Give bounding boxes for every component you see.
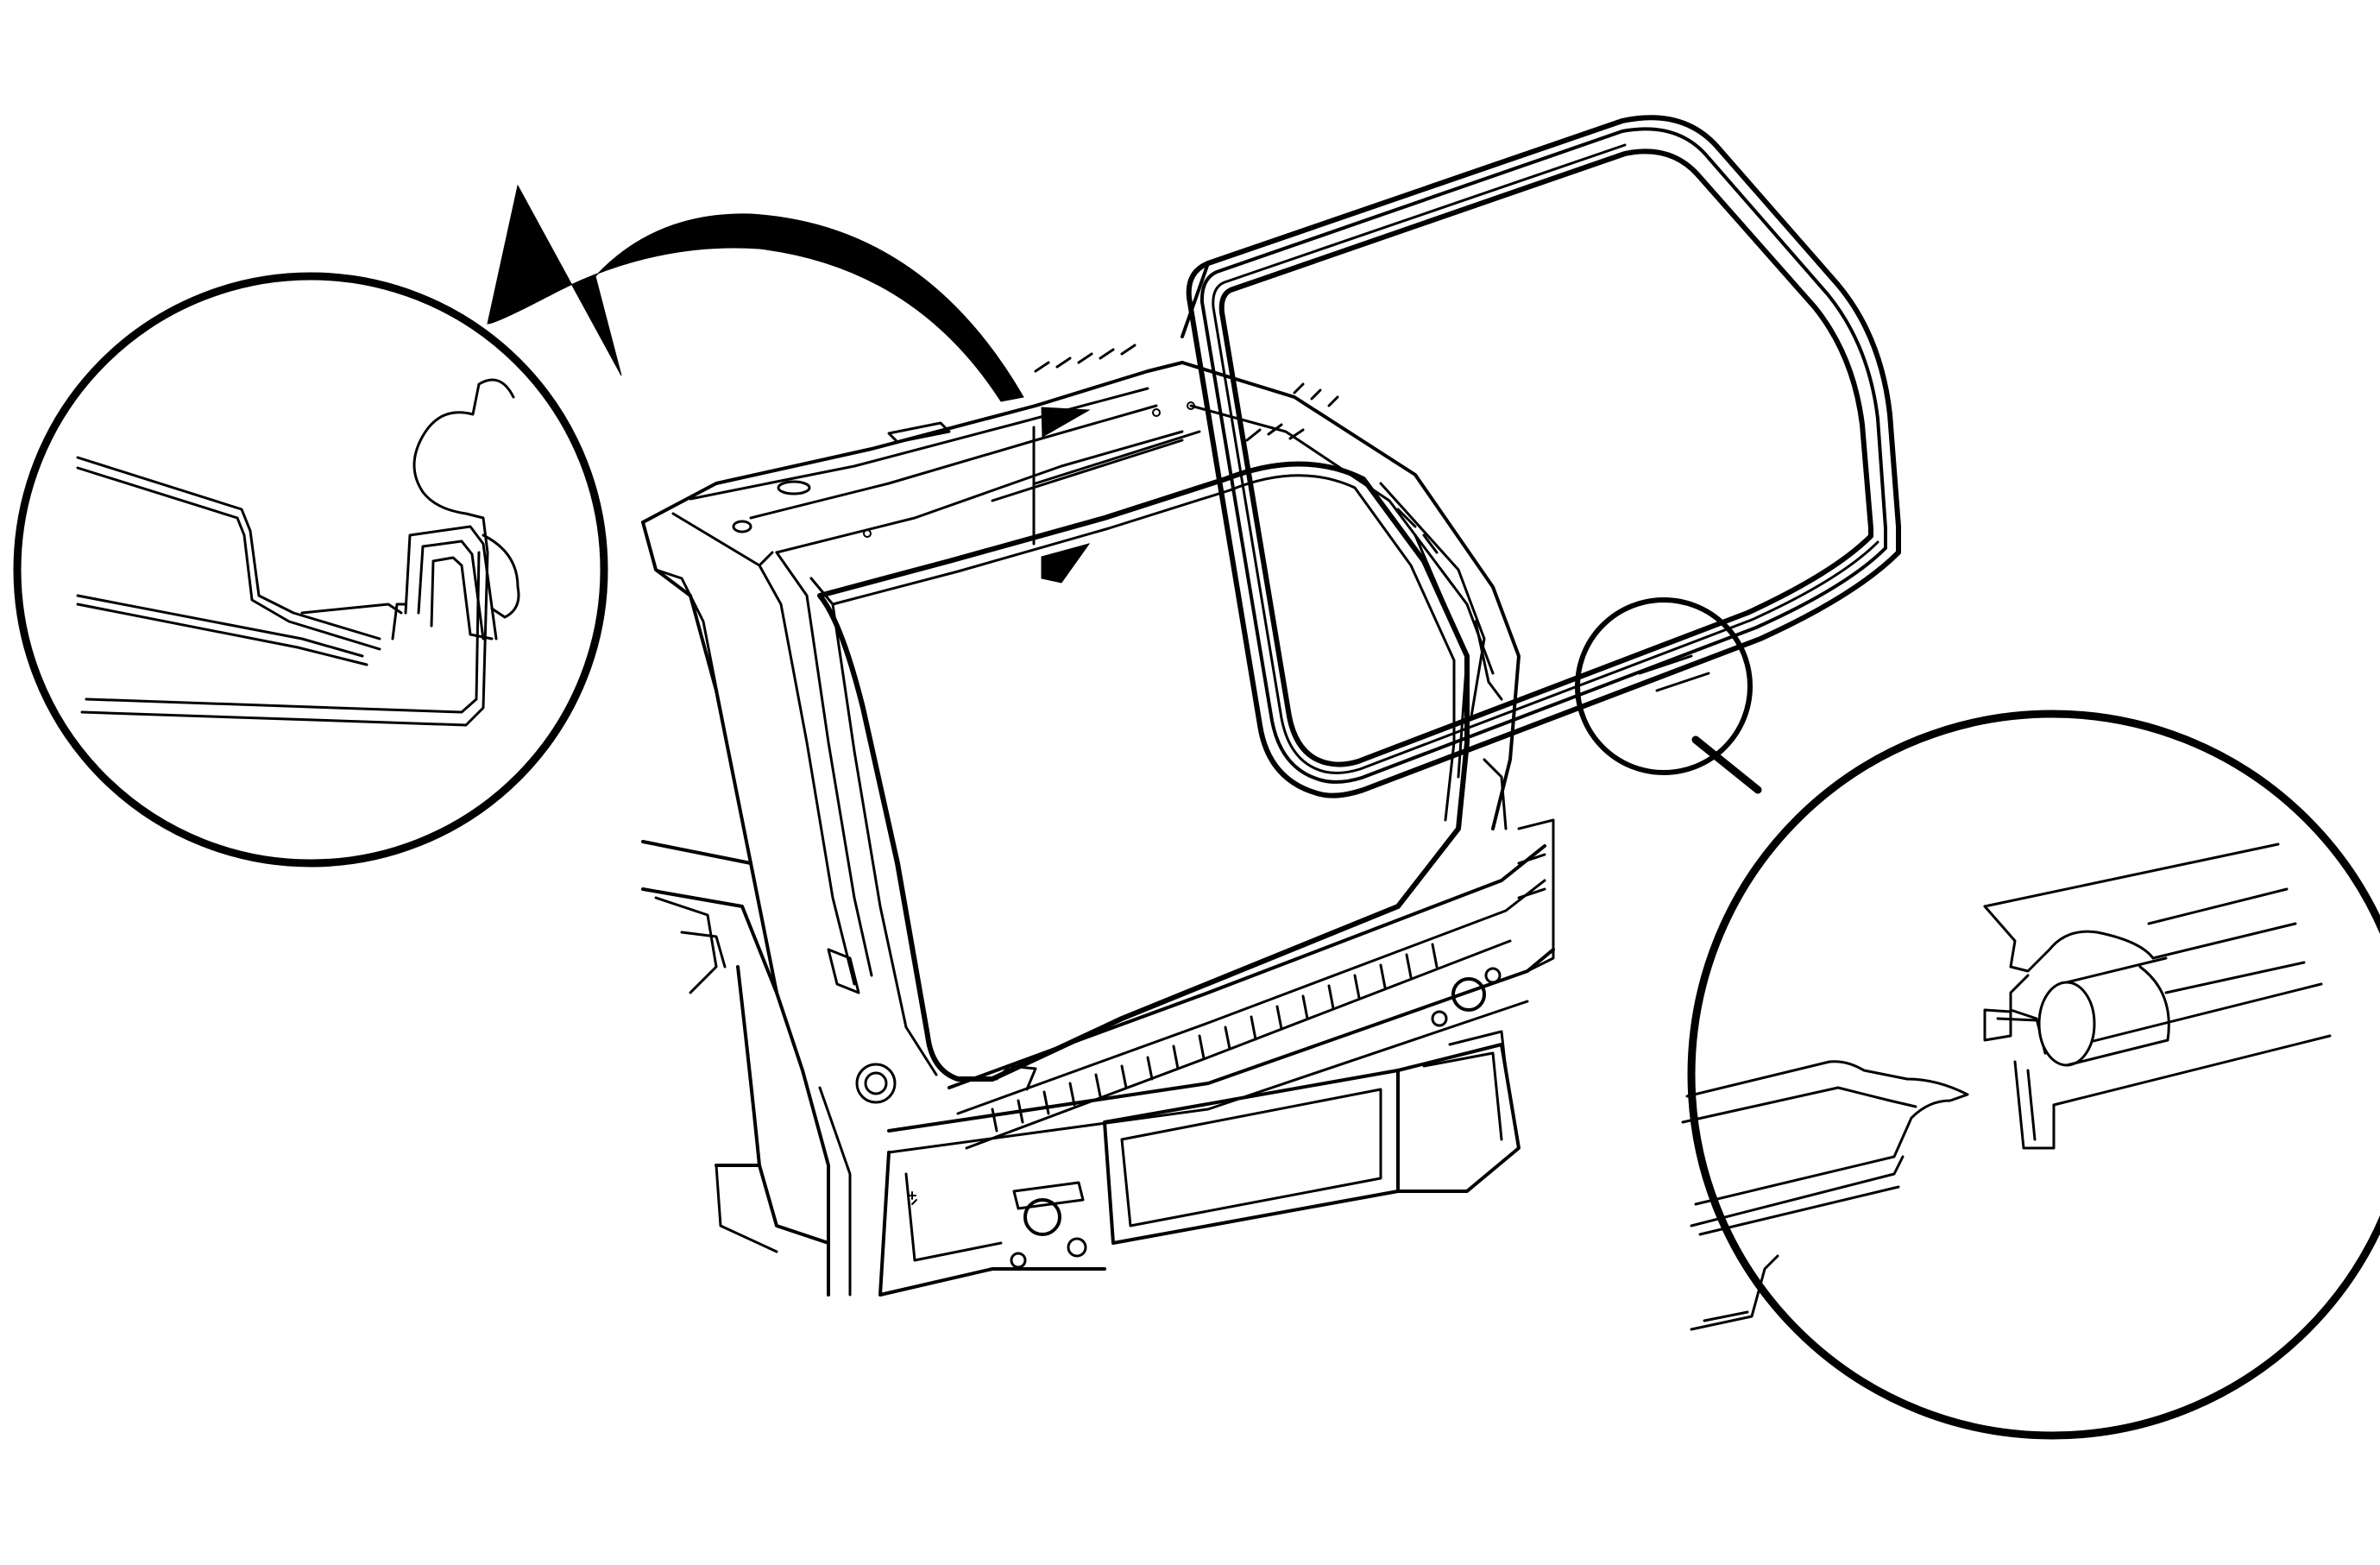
zoom-circle-icon [13,272,608,868]
triangle-pointer-icon [1041,543,1091,584]
vehicle-body-rear-opening [641,344,1555,1297]
liftgate-opening [817,423,1470,1082]
weatherstrip-end-joint [1681,842,2332,1331]
liftgate-weatherstrip [1181,115,1901,798]
zoom-circle-icon [1575,597,1753,775]
left-d-pillar [641,521,938,1104]
curved-direction-arrow [487,184,1024,402]
lower-detail-callout [1575,597,2380,1440]
right-d-pillar [1181,361,1521,830]
section-cut-indicator [1032,407,1091,584]
roof-header [641,344,1195,567]
rear-end-panel [878,818,1555,1297]
weatherstrip-retainer-clip [76,378,520,727]
upper-detail-callout [13,272,608,868]
zoom-circle-icon [1687,710,2380,1440]
left-quarter-panel [641,840,852,1297]
curved-arrow-icon [487,184,1024,402]
triangle-pointer-icon [1041,407,1091,438]
